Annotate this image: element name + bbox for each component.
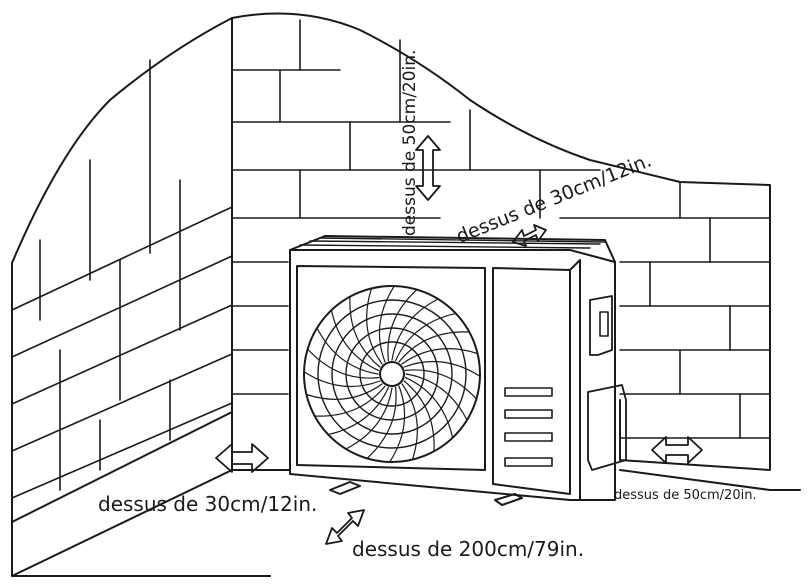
double-arrow-icon-left xyxy=(215,443,269,473)
left-wall xyxy=(11,17,233,523)
double-arrow-icon-back xyxy=(512,224,547,247)
double-arrow-icon-right xyxy=(651,436,703,464)
outdoor-unit xyxy=(289,235,627,506)
clearance-label-front: dessus de 200cm/79in. xyxy=(352,537,585,561)
double-arrow-icon-top xyxy=(415,135,441,201)
double-arrow-icon-front xyxy=(325,509,365,545)
clearance-label-left: dessus de 30cm/12in. xyxy=(98,492,318,516)
fan-icon xyxy=(303,285,481,463)
ground xyxy=(11,411,801,577)
clearance-label-right: dessus de 50cm/20in. xyxy=(614,488,757,503)
back-wall xyxy=(231,12,771,471)
clearance-label-top: dessus de 50cm/20in. xyxy=(400,49,420,236)
